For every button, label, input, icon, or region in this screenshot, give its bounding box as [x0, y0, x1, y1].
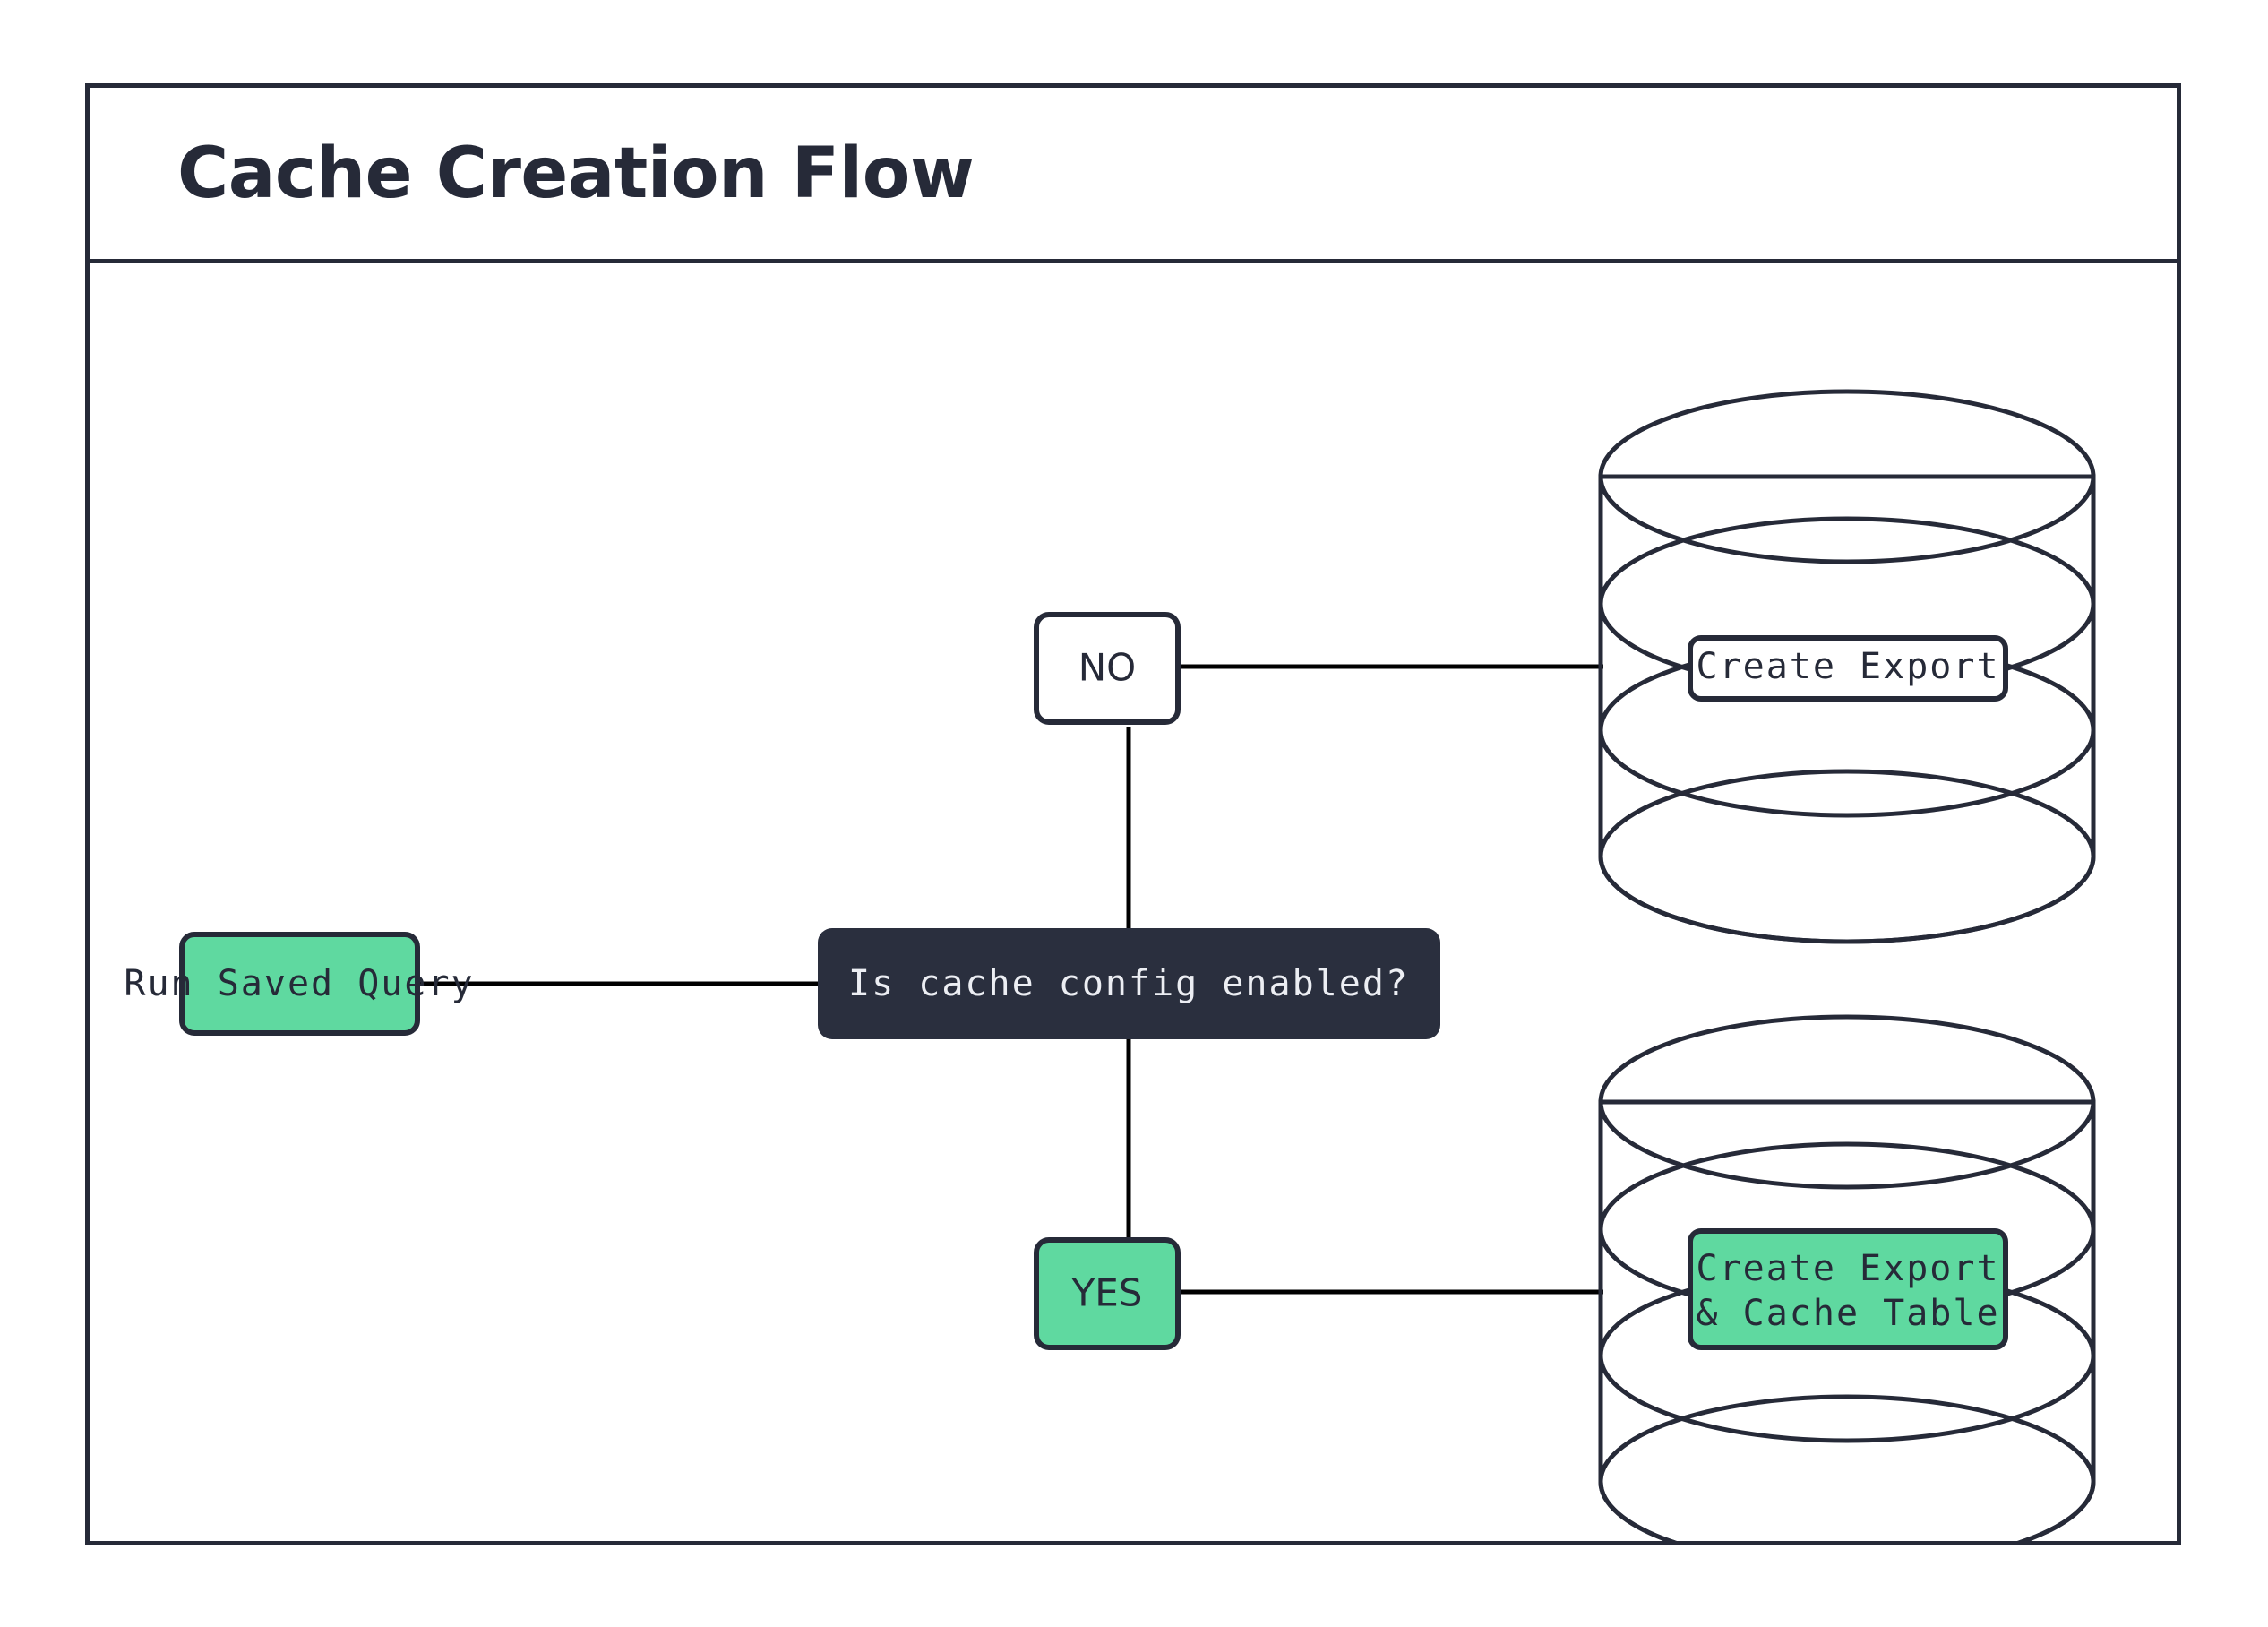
run-saved-query-box: [179, 932, 420, 1036]
cylinder-band-1: [1598, 1014, 2096, 1190]
diagram-frame: Cache Creation Flow: [85, 83, 2181, 1545]
create-export-label-plate: [1688, 635, 2008, 702]
cylinder-band-4: [1598, 769, 2096, 944]
node-branch-no[interactable]: NO: [1034, 612, 1181, 725]
flow-svg: Create Export Create Export & Cache Tabl…: [124, 389, 2096, 1541]
decision-label: Is cache config enabled?: [848, 963, 1409, 1004]
cylinder-band-4: [1598, 1394, 2096, 1541]
decision-box: [818, 928, 1440, 1039]
branch-no-box: [1034, 612, 1181, 725]
create-export-cache-table-label-line2: & Cache Table: [1696, 1293, 1999, 1334]
run-saved-query-label: Run Saved Query: [124, 963, 474, 1004]
branch-no-label: NO: [1078, 646, 1136, 690]
node-is-cache-config-enabled[interactable]: Is cache config enabled?: [818, 928, 1440, 1039]
create-export-label: Create Export: [1696, 646, 1999, 687]
node-create-export[interactable]: Create Export: [1598, 389, 2096, 944]
cylinder-band-1: [1598, 389, 2096, 564]
node-branch-yes[interactable]: YES: [1034, 1237, 1181, 1350]
branch-yes-box: [1034, 1237, 1181, 1350]
create-export-cache-table-label-plate: [1688, 1228, 2008, 1350]
node-create-export-cache-table[interactable]: Create Export & Cache Table: [1598, 1014, 2096, 1541]
create-export-cache-table-label-line1: Create Export: [1696, 1248, 1999, 1289]
diagram-header: Cache Creation Flow: [90, 88, 2177, 263]
page-title: Cache Creation Flow: [177, 133, 975, 214]
branch-yes-label: YES: [1071, 1271, 1143, 1315]
diagram-body: Create Export Create Export & Cache Tabl…: [90, 263, 2177, 1541]
node-run-saved-query[interactable]: Run Saved Query: [124, 932, 474, 1036]
